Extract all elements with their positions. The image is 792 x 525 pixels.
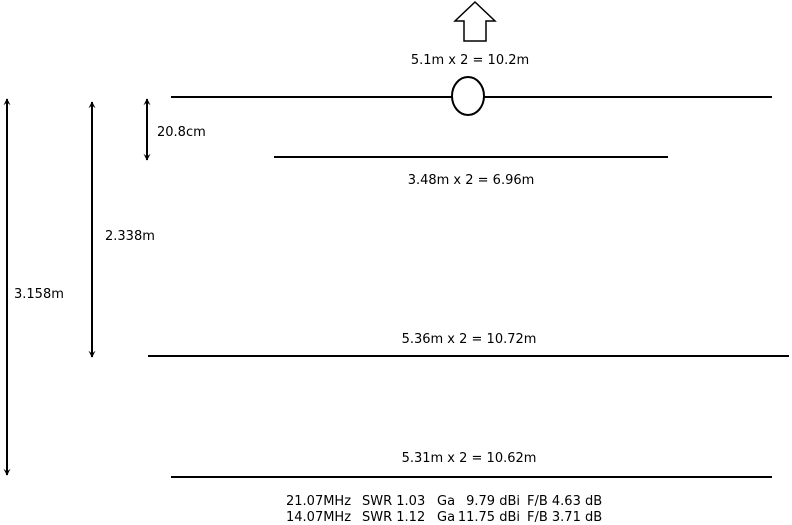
- feedpoint: [451, 76, 485, 116]
- small-dimension-label: 20.8cm: [157, 125, 206, 140]
- swr: SWR 1.12: [362, 510, 425, 525]
- total-dimension-label: 3.158m: [14, 287, 64, 302]
- freq: 21.07MHz: [286, 494, 351, 509]
- swr: SWR 1.03: [362, 494, 425, 509]
- direction-arrow-icon: [453, 0, 497, 42]
- gain: 9.79 dBi: [466, 494, 520, 509]
- top-element-label: 5.1m x 2 = 10.2m: [411, 53, 529, 68]
- reflector2-label: 5.31m x 2 = 10.62m: [402, 451, 537, 466]
- results-row: 21.07MHz SWR 1.03 Ga 9.79 dBi F/B 4.63 d…: [286, 494, 602, 509]
- freq: 14.07MHz: [286, 510, 351, 525]
- front-back: F/B 4.63 dB: [527, 494, 602, 509]
- gain: 11.75 dBi: [458, 510, 520, 525]
- gain-label: Ga: [437, 494, 455, 509]
- reflector1-label: 5.36m x 2 = 10.72m: [402, 332, 537, 347]
- front-back: F/B 3.71 dB: [527, 510, 602, 525]
- director-label: 3.48m x 2 = 6.96m: [408, 173, 535, 188]
- middle-dimension-label: 2.338m: [105, 229, 155, 244]
- gain-label: Ga: [437, 510, 455, 525]
- results-row: 14.07MHz SWR 1.12 Ga 11.75 dBi F/B 3.71 …: [286, 510, 602, 525]
